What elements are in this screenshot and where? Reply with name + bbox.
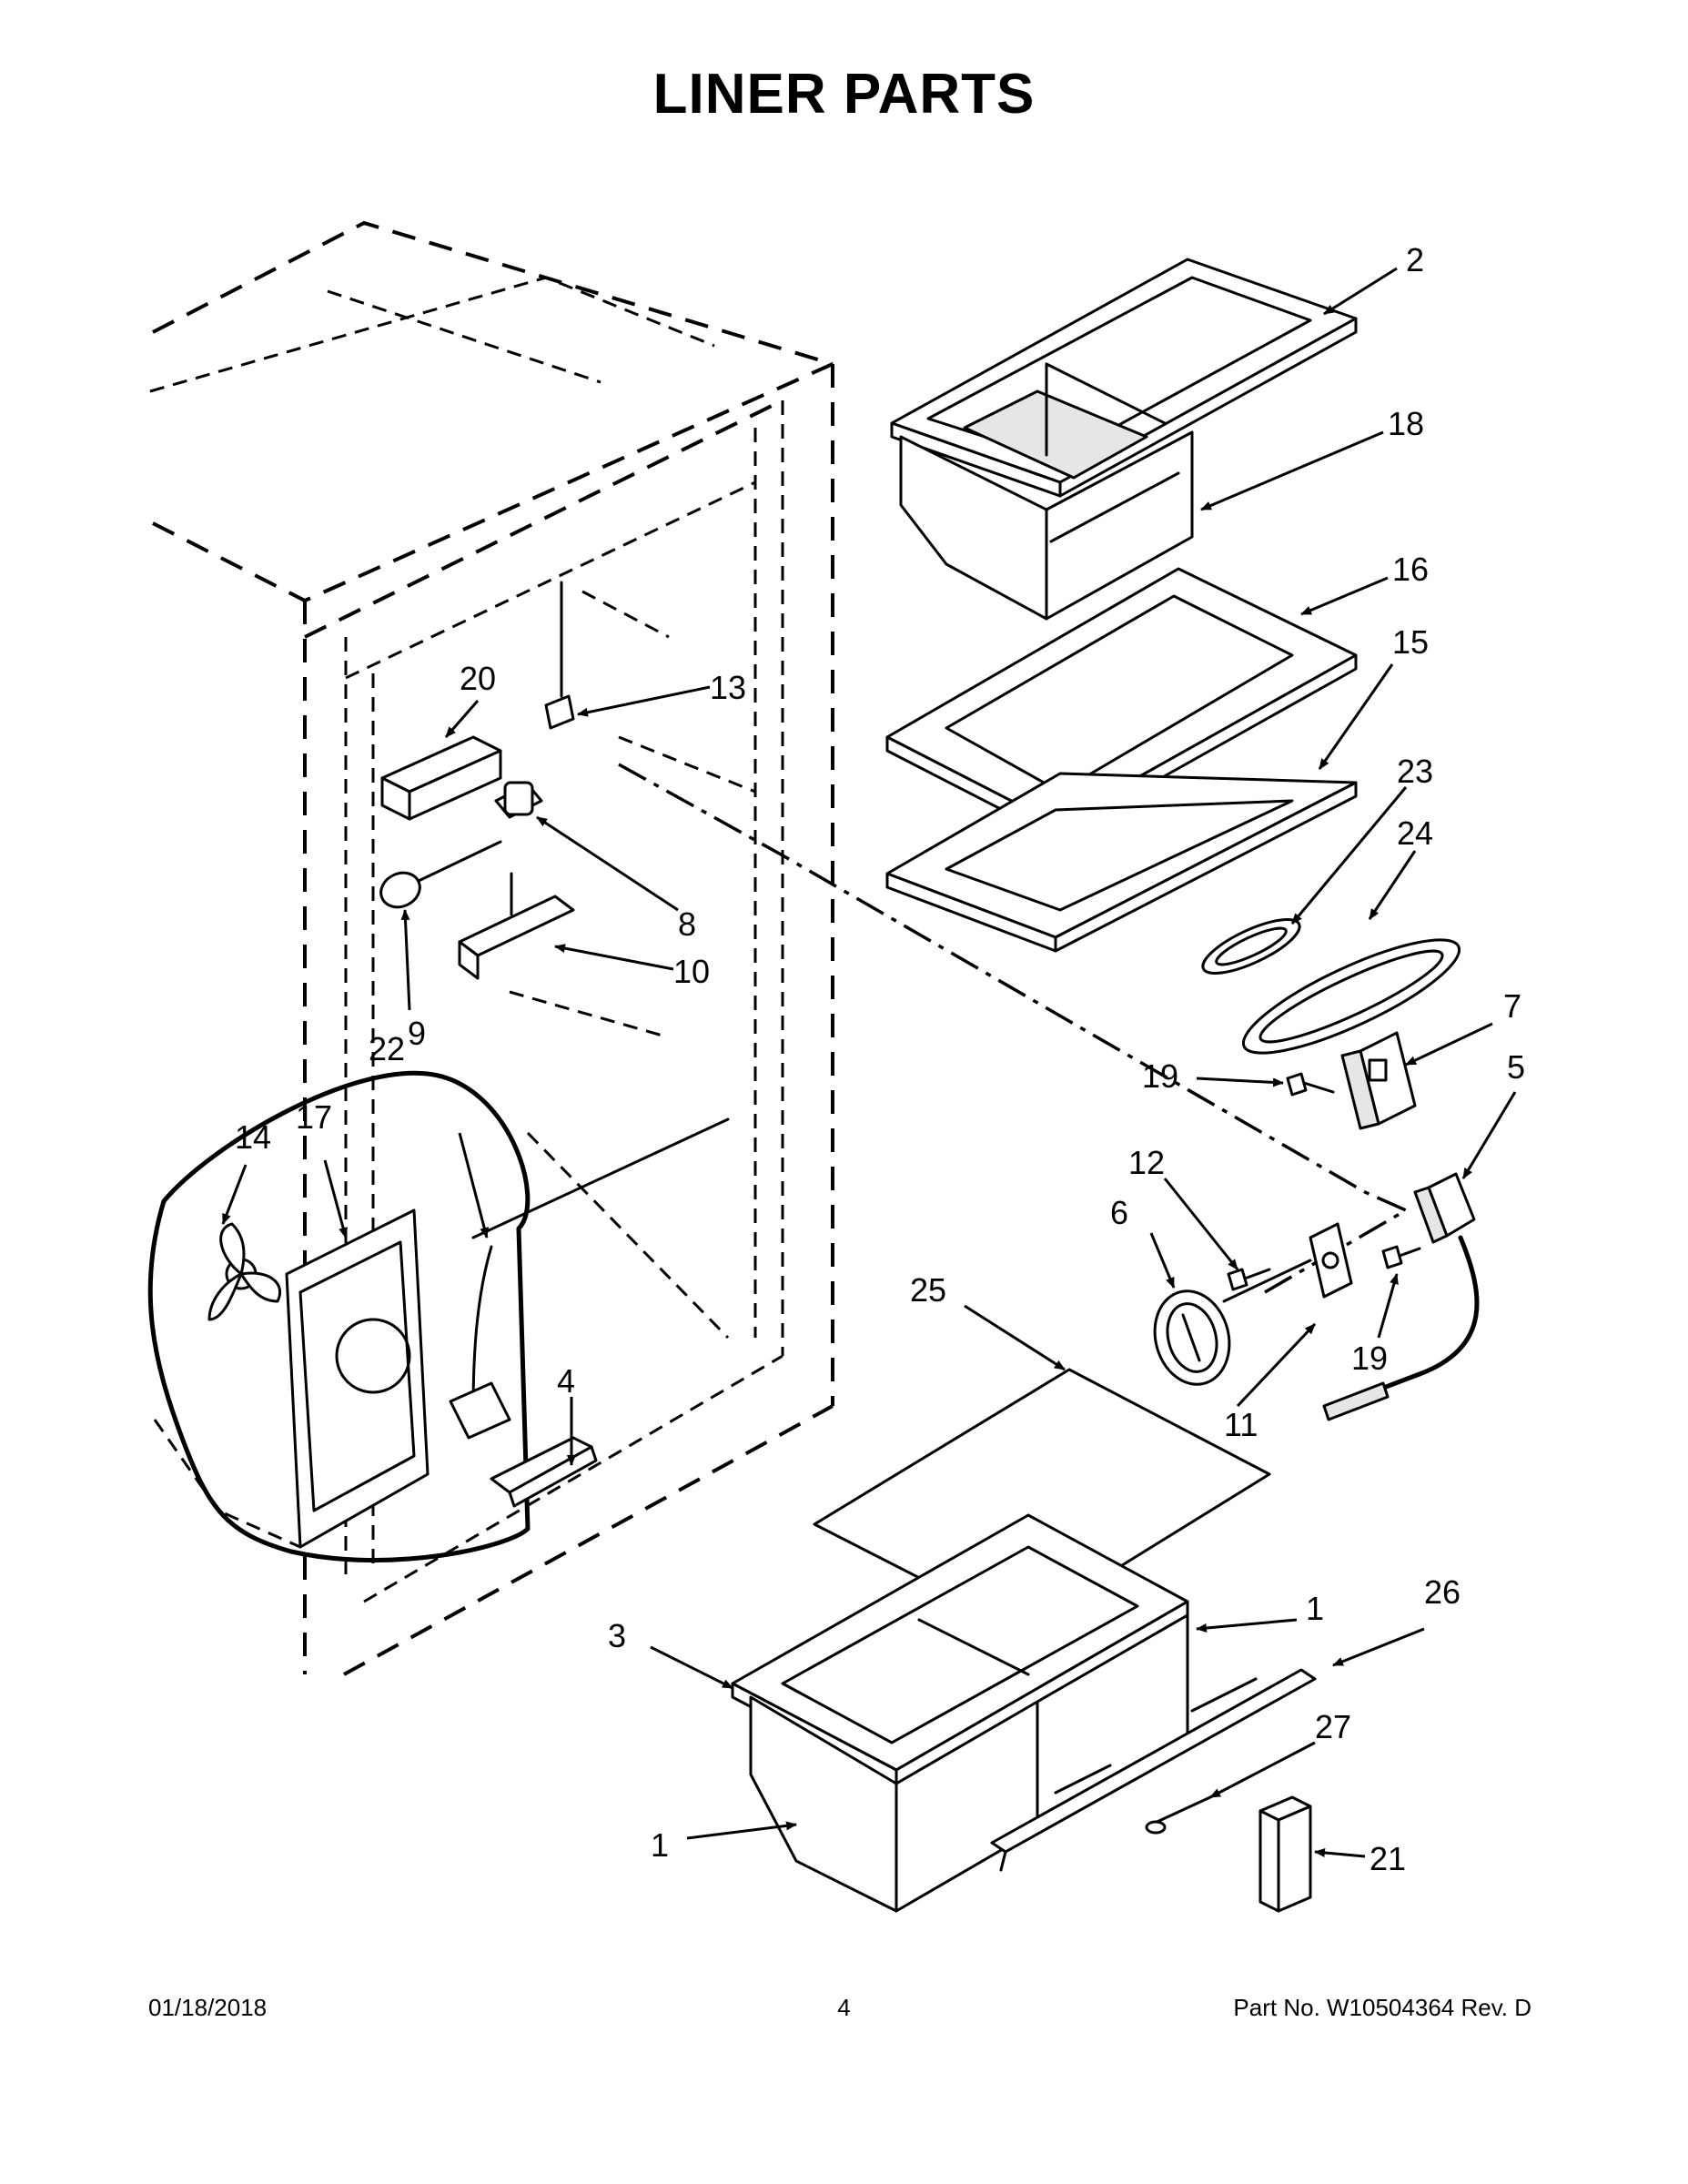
- evaporator-cover-outline: [147, 1070, 531, 1562]
- part-8-socket: [494, 781, 543, 819]
- part-4-bracket: [490, 1436, 598, 1508]
- callout-24: 24: [1397, 814, 1433, 852]
- callout-9: 9: [408, 1015, 426, 1052]
- callout-22: 22: [369, 1030, 405, 1067]
- footer-date: 01/18/2018: [148, 1994, 268, 2021]
- part-10-shield: [458, 872, 575, 980]
- callout-12: 12: [1128, 1144, 1165, 1181]
- callout-21: 21: [1370, 1840, 1406, 1877]
- callout-16: 16: [1392, 551, 1429, 588]
- callout-27: 27: [1315, 1708, 1351, 1745]
- part-14-fan-blade: [207, 1222, 281, 1321]
- callout-13: 13: [710, 669, 746, 706]
- part-2-top-cover: [890, 258, 1358, 498]
- part-1-pan-left: [749, 1695, 1039, 1913]
- callout-17: 17: [296, 1098, 332, 1136]
- callout-18: 18: [1388, 405, 1424, 442]
- part-17-shroud: [285, 1208, 430, 1549]
- part-19-screw-b: [1381, 1245, 1421, 1269]
- part-21-block: [1258, 1795, 1312, 1913]
- part-22-harness-timer: [449, 1117, 730, 1440]
- callout-14: 14: [235, 1118, 271, 1156]
- callout-labels: 2 18 16 15 23 24 7 5 19 12 6 11 19 25 1 …: [235, 241, 1525, 1877]
- callout-19b: 19: [1351, 1340, 1388, 1377]
- part-23-vent: [1201, 918, 1301, 975]
- part-9-bulb: [379, 840, 502, 909]
- callout-19a: 19: [1142, 1057, 1178, 1095]
- part-7-control: [1340, 1031, 1417, 1130]
- part-18-upper-pan: [899, 362, 1194, 621]
- callout-23: 23: [1397, 753, 1433, 790]
- part-19-screw-a: [1286, 1072, 1335, 1097]
- callout-10: 10: [673, 953, 710, 990]
- part-26-rail: [990, 1668, 1317, 1872]
- callout-3: 3: [608, 1617, 626, 1654]
- callout-5: 5: [1507, 1048, 1525, 1086]
- part-13-switch: [544, 581, 575, 730]
- callout-leaders: [221, 267, 1517, 1858]
- callout-20: 20: [460, 660, 496, 697]
- callout-1b: 1: [1306, 1590, 1324, 1627]
- callout-7: 7: [1503, 987, 1521, 1025]
- page-title: LINER PARTS: [652, 63, 1036, 126]
- callout-4: 4: [557, 1362, 575, 1400]
- assembly-line: [618, 763, 1407, 1212]
- callout-6: 6: [1110, 1194, 1128, 1231]
- part-20-housing: [380, 735, 502, 821]
- part-5-sensor: [1322, 1172, 1480, 1421]
- part-15-frame: [885, 772, 1358, 953]
- part-6-knob: [1153, 1289, 1231, 1386]
- callout-11: 11: [1224, 1406, 1258, 1443]
- callout-26: 26: [1424, 1573, 1461, 1611]
- callout-1a: 1: [651, 1826, 669, 1864]
- callout-2: 2: [1406, 241, 1424, 278]
- callout-15: 15: [1392, 623, 1429, 661]
- part-11-bracket: [1222, 1222, 1353, 1303]
- footer-part-number: Part No. W10504364 Rev. D: [1233, 1994, 1531, 2021]
- part-12-screw: [1227, 1268, 1271, 1291]
- part-24-vent-cover: [1241, 938, 1461, 1055]
- callout-25: 25: [910, 1271, 946, 1309]
- part-27-clip: [1145, 1795, 1212, 1835]
- callout-8: 8: [678, 905, 696, 943]
- footer-page-number: 4: [837, 1994, 851, 2021]
